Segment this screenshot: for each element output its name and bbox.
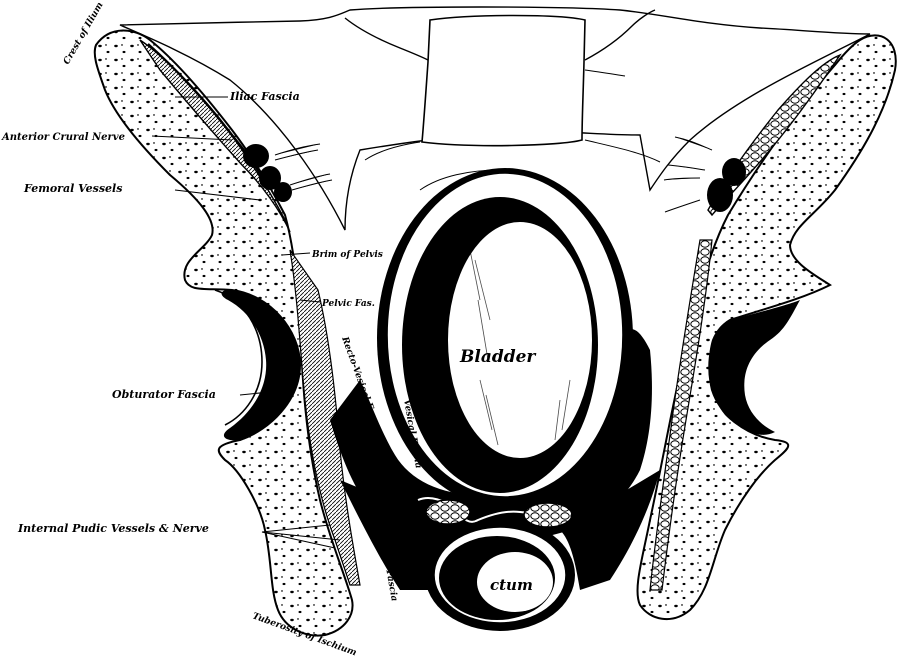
label-obturator-fascia: Obturator Fascia — [112, 388, 216, 401]
label-bladder: Bladder — [459, 347, 536, 367]
label-pelvic-fas: Pelvic Fas. — [321, 299, 375, 309]
label-femoral-vessels: Femoral Vessels — [23, 182, 122, 195]
label-anterior-crural-nerve: Anterior Crural Nerve — [1, 132, 125, 143]
label-rectum: ctum — [490, 576, 533, 594]
label-brim-of-pelvis: Brim of Pelvis — [311, 250, 383, 260]
label-internal-pudic: Internal Pudic Vessels & Nerve — [17, 522, 209, 535]
rectum — [425, 519, 575, 631]
label-iliac-fascia: Iliac Fascia — [229, 90, 300, 103]
